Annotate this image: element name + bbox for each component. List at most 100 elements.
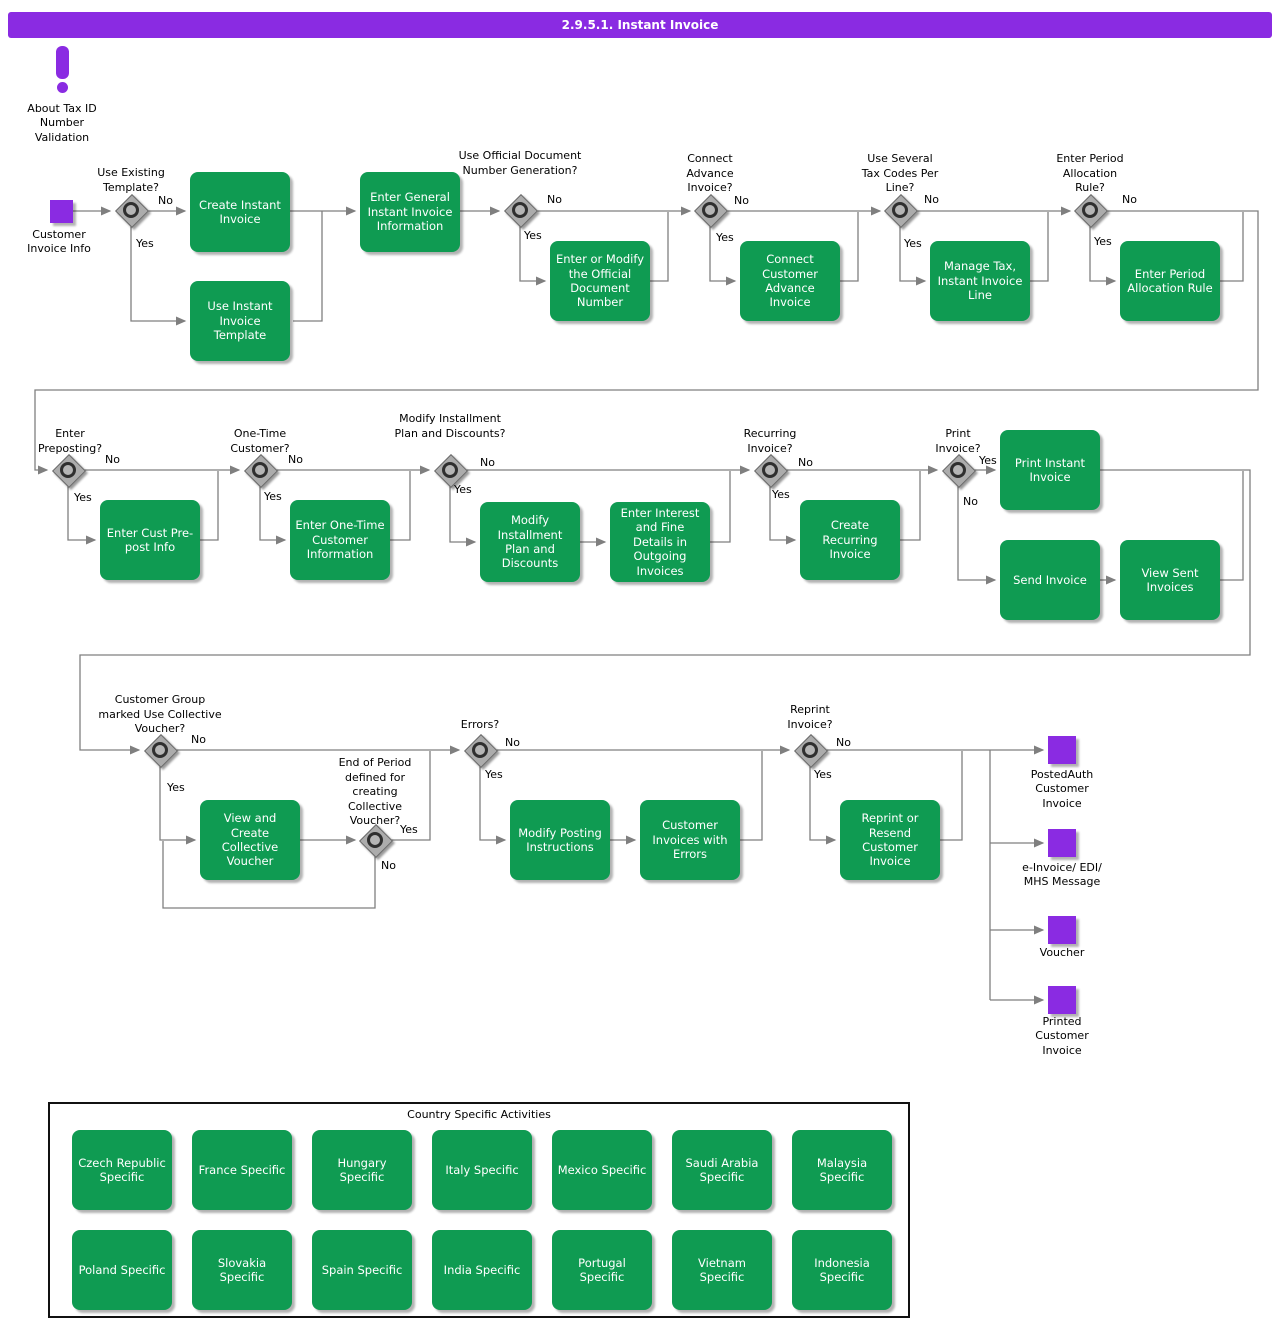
activity-view-and-create-collective-voucher[interactable]: View and Create Collective Voucher	[200, 800, 300, 880]
activity-enter-period-allocation-rule[interactable]: Enter Period Allocation Rule	[1120, 241, 1220, 321]
activity-modify-installment-plan-and-discounts[interactable]: Modify Installment Plan and Discounts	[480, 502, 580, 582]
country-panel-title: Country Specific Activities	[407, 1108, 551, 1121]
activity-customer-invoices-with-errors[interactable]: Customer Invoices with Errors	[640, 800, 740, 880]
activity-print-instant-invoice[interactable]: Print Instant Invoice	[1000, 430, 1100, 510]
activity-france-specific[interactable]: France Specific	[192, 1130, 292, 1210]
branch-yes: Yes	[979, 454, 997, 467]
decision-label-connect-advance-invoice: Connect Advance Invoice?	[686, 152, 734, 195]
decision-label-modify-installment-plan: Modify Installment Plan and Discounts?	[394, 412, 506, 440]
diagram-title-bar: 2.9.5.1. Instant Invoice	[8, 12, 1272, 38]
activity-modify-posting-instructions[interactable]: Modify Posting Instructions	[510, 800, 610, 880]
decision-label-end-of-period-collective-voucher: End of Period defined for creating Colle…	[338, 756, 412, 828]
branch-yes: Yes	[400, 823, 418, 836]
gateway-circle-icon	[152, 742, 168, 758]
decision-label-errors: Errors?	[460, 718, 500, 731]
activity-spain-specific[interactable]: Spain Specific	[312, 1230, 412, 1310]
activity-portugal-specific[interactable]: Portugal Specific	[552, 1230, 652, 1310]
activity-create-recurring-invoice[interactable]: Create Recurring Invoice	[800, 500, 900, 580]
decision-label-customer-group-collective-voucher: Customer Group marked Use Collective Vou…	[98, 693, 222, 736]
activity-mexico-specific[interactable]: Mexico Specific	[552, 1130, 652, 1210]
activity-india-specific[interactable]: India Specific	[432, 1230, 532, 1310]
tax-validation-note-label: About Tax ID Number Validation	[27, 102, 97, 144]
decision-label-print-invoice: Print Invoice?	[935, 427, 981, 455]
gateway-circle-icon	[367, 832, 383, 848]
activity-enter-general-instant-invoice-information[interactable]: Enter General Instant Invoice Informatio…	[360, 172, 460, 252]
gateway-circle-icon	[702, 202, 718, 218]
branch-yes: Yes	[772, 488, 790, 501]
decision-label-enter-period-allocation-rule: Enter Period Allocation Rule?	[1056, 152, 1124, 195]
activity-connect-customer-advance-invoice[interactable]: Connect Customer Advance Invoice	[740, 241, 840, 321]
gateway-circle-icon	[472, 742, 488, 758]
end-event-voucher[interactable]	[1048, 916, 1076, 944]
activity-saudi-arabia-specific[interactable]: Saudi Arabia Specific	[672, 1130, 772, 1210]
decision-label-enter-preposting: Enter Preposting?	[37, 427, 103, 455]
branch-no: No	[1122, 193, 1137, 206]
branch-no: No	[158, 194, 173, 207]
activity-view-sent-invoices[interactable]: View Sent Invoices	[1120, 540, 1220, 620]
page-title: 2.9.5.1. Instant Invoice	[561, 18, 719, 32]
activity-hungary-specific[interactable]: Hungary Specific	[312, 1130, 412, 1210]
gateway-circle-icon	[442, 462, 458, 478]
end-event-label: Voucher	[1039, 946, 1085, 959]
activity-indonesia-specific[interactable]: Indonesia Specific	[792, 1230, 892, 1310]
activity-enter-one-time-customer-information[interactable]: Enter One-Time Customer Information	[290, 500, 390, 580]
country-specific-activities-panel: Country Specific Activities Czech Republ…	[48, 1102, 910, 1318]
exclamation-icon-dot	[56, 82, 68, 93]
branch-no: No	[836, 736, 851, 749]
branch-yes: Yes	[485, 768, 503, 781]
branch-yes: Yes	[74, 491, 92, 504]
decision-label-use-official-document-number: Use Official Document Number Generation?	[458, 149, 582, 177]
start-event-customer-invoice-info[interactable]	[50, 200, 73, 223]
start-event-label: Customer Invoice Info	[27, 228, 91, 256]
end-event-label: e-Invoice/ EDI/ MHS Message	[1022, 861, 1102, 889]
activity-enter-cust-pre-post-info[interactable]: Enter Cust Pre-post Info	[100, 500, 200, 580]
activity-poland-specific[interactable]: Poland Specific	[72, 1230, 172, 1310]
gateway-circle-icon	[950, 462, 966, 478]
activity-manage-tax-instant-invoice-line[interactable]: Manage Tax, Instant Invoice Line	[930, 241, 1030, 321]
gateway-circle-icon	[60, 462, 76, 478]
decision-label-recurring-invoice: Recurring Invoice?	[743, 427, 797, 455]
gateway-circle-icon	[892, 202, 908, 218]
activity-malaysia-specific[interactable]: Malaysia Specific	[792, 1130, 892, 1210]
connectors	[34, 206, 1259, 1005]
decision-label-use-existing-template: Use Existing Template?	[97, 166, 165, 194]
branch-no: No	[924, 193, 939, 206]
branch-no: No	[734, 194, 749, 207]
activity-reprint-or-resend-customer-invoice[interactable]: Reprint or Resend Customer Invoice	[840, 800, 940, 880]
branch-yes: Yes	[167, 781, 185, 794]
end-event-printed-customer-invoice[interactable]	[1048, 986, 1076, 1014]
branch-no: No	[191, 733, 206, 746]
branch-no: No	[547, 193, 562, 206]
activity-italy-specific[interactable]: Italy Specific	[432, 1130, 532, 1210]
country-panel-grid: Czech Republic Specific France Specific …	[72, 1130, 900, 1310]
end-event-e-invoice-edi-mhs-message[interactable]	[1048, 829, 1076, 857]
branch-no: No	[505, 736, 520, 749]
branch-yes: Yes	[136, 237, 154, 250]
activity-slovakia-specific[interactable]: Slovakia Specific	[192, 1230, 292, 1310]
gateway-circle-icon	[512, 202, 528, 218]
branch-yes: Yes	[1094, 235, 1112, 248]
activity-use-instant-invoice-template[interactable]: Use Instant Invoice Template	[190, 281, 290, 361]
gateway-circle-icon	[1082, 202, 1098, 218]
activity-enter-or-modify-official-document-number[interactable]: Enter or Modify the Official Document Nu…	[550, 241, 650, 321]
activity-enter-interest-and-fine-details[interactable]: Enter Interest and Fine Details in Outgo…	[610, 502, 710, 582]
tax-validation-note[interactable]	[40, 46, 84, 93]
branch-no: No	[963, 495, 978, 508]
branch-yes: Yes	[814, 768, 832, 781]
activity-send-invoice[interactable]: Send Invoice	[1000, 540, 1100, 620]
activity-czech-republic-specific[interactable]: Czech Republic Specific	[72, 1130, 172, 1210]
branch-yes: Yes	[904, 237, 922, 250]
activity-create-instant-invoice[interactable]: Create Instant Invoice	[190, 172, 290, 252]
activity-vietnam-specific[interactable]: Vietnam Specific	[672, 1230, 772, 1310]
branch-no: No	[105, 453, 120, 466]
branch-no: No	[288, 453, 303, 466]
gateway-circle-icon	[252, 462, 268, 478]
branch-no: No	[381, 859, 396, 872]
branch-yes: Yes	[454, 483, 472, 496]
end-event-label: Printed Customer Invoice	[1035, 1015, 1089, 1057]
end-event-label: PostedAuth Customer Invoice	[1030, 768, 1094, 810]
exclamation-icon	[55, 46, 69, 79]
end-event-postedauth-customer-invoice[interactable]	[1048, 736, 1076, 764]
